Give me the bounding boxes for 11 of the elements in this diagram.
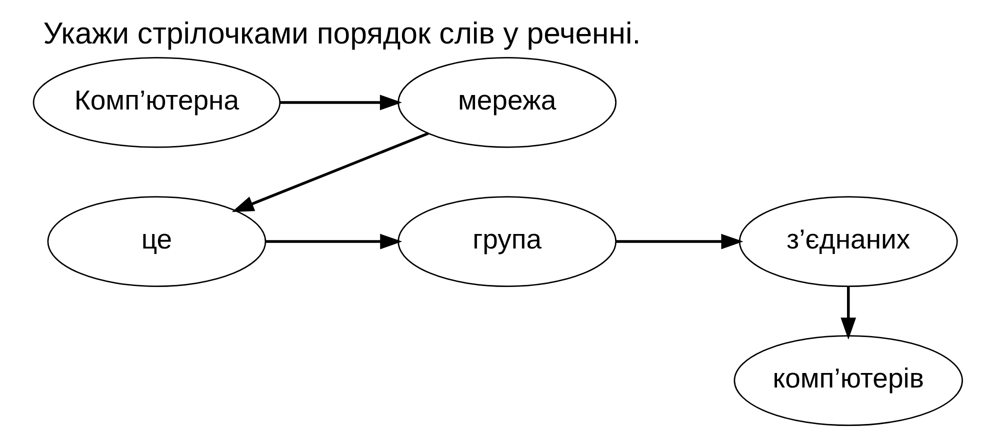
arrow <box>265 234 402 250</box>
arrow <box>840 286 856 340</box>
node-ellipse: мережа <box>397 57 616 148</box>
node-ellipse: комп’ютерів <box>733 335 962 426</box>
node-ellipse: Комп’ютерна <box>32 57 280 148</box>
arrow <box>616 234 743 250</box>
node-ellipse: група <box>397 196 616 287</box>
diagram-title: Укажи стрілочками порядок слів у реченні. <box>42 17 640 50</box>
node-ellipse: з’єднаних <box>738 196 958 287</box>
arrow <box>231 132 428 212</box>
arrow <box>280 94 402 110</box>
